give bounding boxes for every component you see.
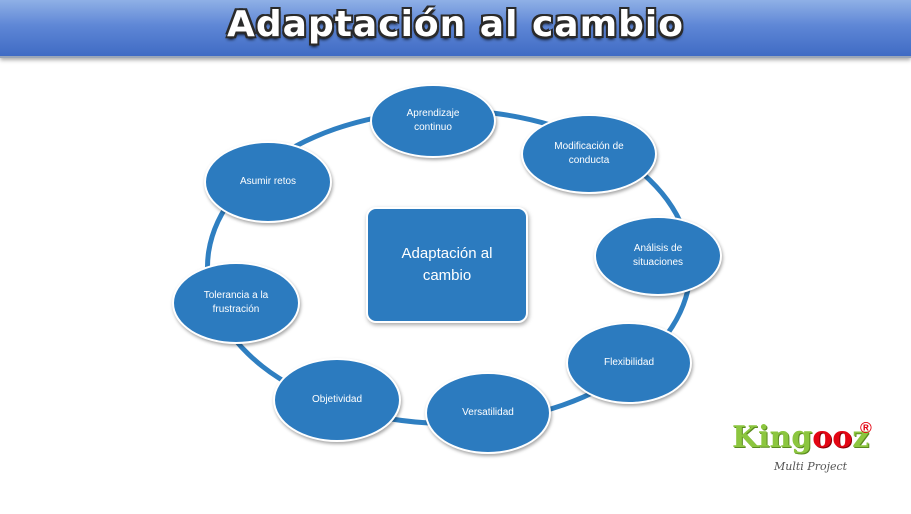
node-aprendizaje-continuo: Aprendizaje continuo <box>370 84 496 158</box>
registered-mark: ® <box>860 420 872 437</box>
node-asumir-retos: Asumir retos <box>204 141 332 223</box>
node-objetividad: Objetividad <box>273 358 401 442</box>
slide-title: Adaptación al cambio <box>227 4 684 45</box>
node-analisis-de-situaciones: Análisis de situaciones <box>594 216 722 296</box>
node-label: Modificación de conducta <box>554 141 624 166</box>
center-node-label: Adaptación al cambio <box>401 245 493 284</box>
node-flexibilidad: Flexibilidad <box>566 322 692 404</box>
title-bar: Adaptación al cambio <box>0 0 911 58</box>
logo-wordmark: Kingooz <box>732 420 870 455</box>
node-versatilidad: Versatilidad <box>425 372 551 454</box>
kingooz-logo: Kingooz ® Multi Project <box>732 420 882 490</box>
node-label: Análisis de situaciones <box>632 243 684 268</box>
node-label: Versatilidad <box>462 407 514 418</box>
logo-signature: Multi Project <box>774 460 848 473</box>
node-modificacion-de-conducta: Modificación de conducta <box>521 114 657 194</box>
node-tolerancia-a-la-frustracion: Tolerancia a la frustración <box>172 262 300 344</box>
node-label: Tolerancia a la frustración <box>203 290 269 315</box>
center-node: Adaptación al cambio <box>366 207 528 323</box>
node-label: Aprendizaje continuo <box>406 108 460 133</box>
node-label: Objetividad <box>311 394 363 405</box>
node-label: Flexibilidad <box>603 357 655 368</box>
node-label: Asumir retos <box>239 176 297 187</box>
